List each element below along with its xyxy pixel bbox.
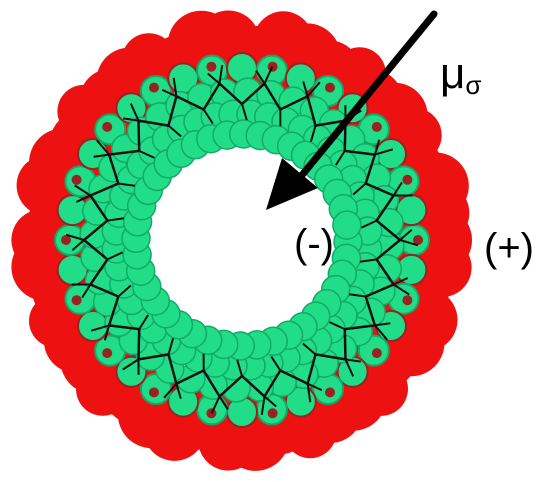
red-center-dot [102,122,112,132]
red-center-dot [149,387,159,397]
outer-charge-label: (+) [484,228,534,268]
dipole-subscript: σ [465,70,481,100]
red-center-dot [325,387,335,397]
red-center-dot [72,175,82,185]
red-center-dot [206,408,216,418]
red-center-dot [268,62,278,72]
red-center-dot [325,83,335,93]
red-center-dot [402,175,412,185]
green-atom [333,211,361,239]
red-center-dot [72,295,82,305]
red-center-dot [372,348,382,358]
red-center-dot [102,348,112,358]
red-center-dot [372,122,382,132]
red-center-dot [206,62,216,72]
red-center-dot [402,295,412,305]
dipole-moment-label: μσ [440,52,481,98]
dipole-symbol: μ [440,49,465,98]
red-center-dot [268,408,278,418]
inner-charge-label: (-) [294,224,334,264]
red-center-dot [149,83,159,93]
